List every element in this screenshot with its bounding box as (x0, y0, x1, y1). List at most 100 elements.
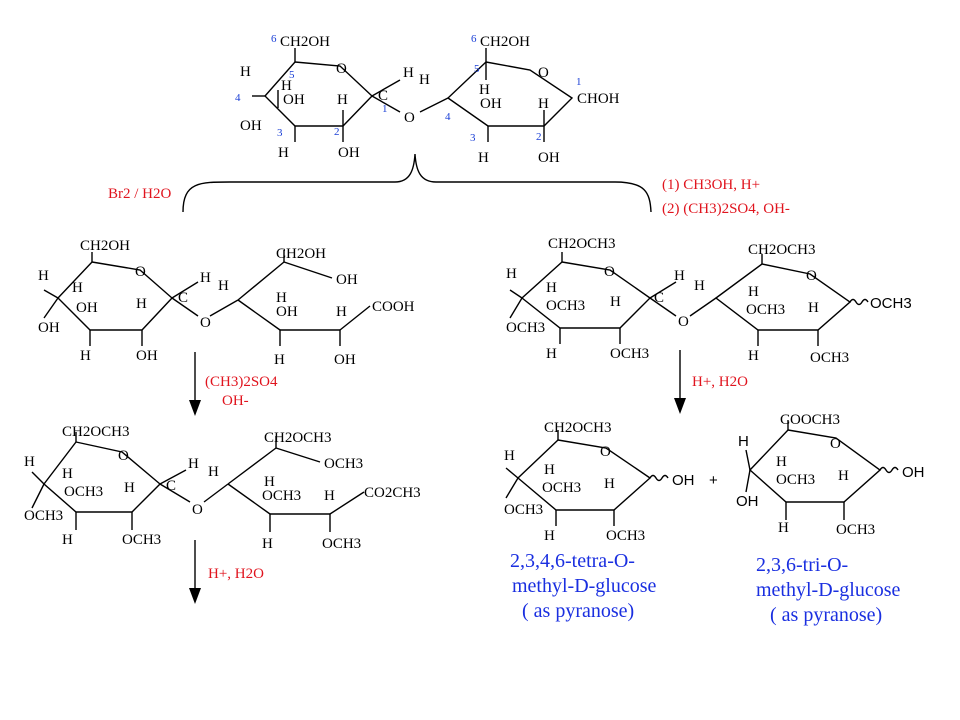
oh-label: OH (136, 348, 158, 364)
reagent-hydrolysis: H+, H2O (208, 566, 264, 582)
ch2oh-label: CH2OH (280, 34, 330, 50)
reagent-methylation-step2: (2) (CH3)2SO4, OH- (662, 201, 790, 217)
h-label: H (208, 464, 219, 480)
oh-label: OH (38, 320, 60, 336)
oh-label: OH (76, 300, 98, 316)
caption-tetra: 2,3,4,6-tetra-O- methyl-D-glucose ( as p… (510, 550, 657, 622)
position-number: 6 (271, 33, 277, 45)
oh-label: OH (338, 145, 360, 161)
och3-label: OCH3 (262, 488, 301, 504)
h-label: H (506, 266, 517, 282)
h-label: H (778, 520, 789, 536)
och3-label: OCH3 (322, 536, 361, 552)
och3-label: OCH3 (546, 298, 585, 314)
och3-label: OCH3 (542, 480, 581, 496)
glycosidic-oxygen: O (678, 314, 689, 330)
plus-sign: + (709, 472, 718, 489)
caption-tetra-line2: methyl-D-glucose (512, 575, 657, 597)
caption-tri-line3: ( as pyranose) (770, 604, 882, 626)
h-label: H (72, 280, 83, 296)
och3-label: OCH3 (810, 350, 849, 366)
caption-tetra-line1: 2,3,4,6-tetra-O- (510, 550, 635, 572)
h-label: H (838, 468, 849, 484)
h-label: H (240, 64, 251, 80)
h-label: H (546, 280, 557, 296)
h-label: H (808, 300, 819, 316)
position-number: 3 (277, 127, 283, 139)
ring-oxygen: O (118, 448, 129, 464)
h-label: H (478, 150, 489, 166)
och3-label: OCH3 (506, 320, 545, 336)
h-label: H (281, 78, 292, 94)
h-label: H (544, 462, 555, 478)
position-number: 5 (474, 63, 480, 75)
och3-label: OCH3 (776, 472, 815, 488)
anomeric-carbon: C (378, 88, 388, 104)
position-number: 2 (334, 126, 340, 138)
h-label: H (276, 290, 287, 306)
h-label: H (188, 456, 199, 472)
h-label: H (479, 82, 490, 98)
position-number: 2 (536, 131, 542, 143)
ch2oh-label: CH2OH (276, 246, 326, 262)
h-label: H (24, 454, 35, 470)
ch2oh-label: CH2OH (80, 238, 130, 254)
reagent-methylation-step1: (1) CH3OH, H+ (662, 177, 760, 193)
h-label: H (136, 296, 147, 312)
oh-label: OH (276, 304, 298, 320)
position-number: 4 (235, 92, 241, 104)
och3-label: OCH3 (122, 532, 161, 548)
position-number: 1 (382, 103, 388, 115)
oh-label: OH (334, 352, 356, 368)
h-label: H (419, 72, 430, 88)
reagent-hydrolysis: H+, H2O (692, 374, 748, 390)
h-label: H (278, 145, 289, 161)
reagent-hydroxide: OH- (222, 393, 249, 409)
h-label: H (62, 532, 73, 548)
methylated-aldonate: CH2OCH3 O H H OCH3 H OCH3 H OCH3 C H O H… (24, 424, 421, 552)
caption-tri: 2,3,6-tri-O- methyl-D-glucose ( as pyran… (756, 554, 901, 626)
ring-oxygen: O (604, 264, 615, 280)
h-label: H (674, 268, 685, 284)
reaction-arrow (674, 350, 686, 414)
och3-label: OCH3 (836, 522, 875, 538)
och3-label: OCH3 (504, 502, 543, 518)
co2ch3-label: CO2CH3 (364, 485, 421, 501)
ring-oxygen: O (830, 436, 841, 452)
reagent-dimethyl-sulfate: (CH3)2SO4 (205, 374, 278, 390)
h-label: H (264, 474, 275, 490)
ch2och3-label: CH2OCH3 (544, 420, 612, 436)
och3-label: OCH3 (24, 508, 63, 524)
position-number: 3 (470, 132, 476, 144)
chooh-label: CHOH (577, 91, 620, 107)
oh-label: OH (480, 96, 502, 112)
anomeric-carbon: C (654, 290, 664, 306)
h-label: H (80, 348, 91, 364)
h-label: H (38, 268, 49, 284)
h-label: H (748, 284, 759, 300)
h-label: H (504, 448, 515, 464)
ring-oxygen: O (806, 268, 817, 284)
och3-label: OCH3 (324, 456, 363, 472)
glycosidic-oxygen: O (200, 315, 211, 331)
oh-label: OH (538, 150, 560, 166)
h-label: H (337, 92, 348, 108)
oh-label: OH (672, 472, 695, 489)
h-label: H (610, 294, 621, 310)
h-label: H (274, 352, 285, 368)
caption-tri-line2: methyl-D-glucose (756, 579, 901, 601)
methylated-glycoside: CH2OCH3 O H H OCH3 H OCH3 H OCH3 C H O H… (506, 236, 912, 366)
glycosidic-oxygen: O (404, 110, 415, 126)
reaction-arrow (189, 540, 201, 604)
aldonic-acid: CH2OH O H H OH H OH H OH C H O H CH2OH O… (38, 238, 415, 368)
h-label: H (538, 96, 549, 112)
h-label: H (403, 65, 414, 81)
h-label: H (748, 348, 759, 364)
oh-label: OH (240, 118, 262, 134)
oh-label: OH (736, 493, 759, 510)
cooch3-label: COOCH3 (780, 412, 840, 428)
oh-label: OH (336, 272, 358, 288)
h-label: H (546, 346, 557, 362)
ch2och3-label: CH2OCH3 (62, 424, 130, 440)
och3-label: OCH3 (746, 302, 785, 318)
